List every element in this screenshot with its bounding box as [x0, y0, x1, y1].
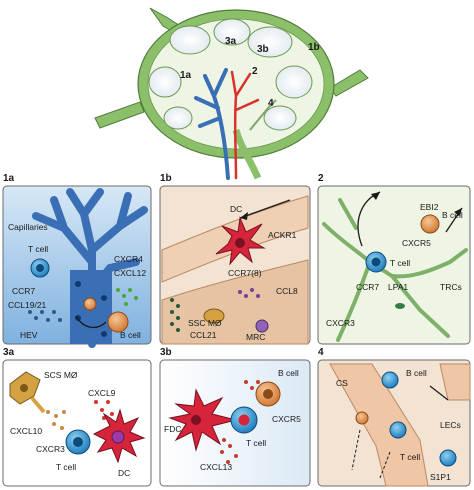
migration-arrow: [429, 385, 449, 401]
exit-arrow: [351, 429, 361, 471]
follicle: [247, 26, 293, 58]
b-cell-label: B cell: [406, 368, 427, 378]
t-cell-label: T cell: [400, 452, 420, 462]
panel-3b: 3b B cell FDC CXCR5 T cell CXCL13: [159, 347, 311, 487]
region-label-2: 2: [252, 66, 258, 77]
cxcr4-label: CXCR4: [114, 254, 143, 264]
ccr7-label: CCR7: [12, 286, 35, 296]
lymph-flow-arrow: [239, 199, 291, 219]
ccl21-label: CCL21: [190, 330, 217, 340]
t-cell-label: T cell: [390, 258, 410, 268]
t-cell-label: T cell: [28, 244, 48, 254]
ccr7-label: CCR7: [356, 282, 379, 292]
panel-2: 2 EBI2 B cell CXCR5 T cell CCR7 LPA1 TRC…: [317, 173, 471, 345]
hev-label: HEV: [20, 330, 38, 340]
cs-label: CS: [336, 378, 348, 388]
artery-network: [230, 70, 260, 180]
panel-label-3a: 3a: [3, 347, 15, 358]
ssc-macrophage: [203, 308, 225, 324]
cxcr5-label: CXCR5: [272, 414, 301, 424]
ccl19-21-label: CCL19/21: [8, 300, 47, 310]
cell-in-sinus: [355, 411, 369, 425]
mrc-label: MRC: [246, 332, 265, 342]
follicle: [163, 106, 193, 130]
t-cell-label: T cell: [56, 462, 76, 472]
panel-label-2: 2: [318, 173, 324, 184]
lymph-node-overview: 1a 1b 2 3a 3b 4: [94, 7, 369, 180]
ackr1-label: ACKR1: [268, 230, 297, 240]
fdc-label: FDC: [164, 424, 181, 434]
lecs-label: LECs: [440, 420, 461, 430]
panel-1b: 1b DC CCR7(8) ACKR1 CCL8 SSC MØ CCL21 MR…: [159, 173, 311, 345]
endothelial-nucleus: [101, 331, 107, 337]
panel-frame: [2, 359, 152, 487]
lpa1-label: LPA1: [388, 282, 408, 292]
region-label-3a: 3a: [225, 36, 237, 47]
dc-label: DC: [230, 204, 242, 214]
t-cell-label: T cell: [246, 438, 266, 448]
trc-nucleus: [395, 303, 405, 309]
region-label-1a: 1a: [180, 70, 192, 81]
cxcl10-label: CXCL10: [10, 426, 42, 436]
panel-label-4: 4: [318, 347, 324, 358]
ccr7-8-label: CCR7(8): [228, 268, 262, 278]
follicle: [275, 65, 313, 99]
panel-4: 4 B cell CS LECs T cell S1P1: [317, 347, 471, 487]
cortical-sinus: [329, 363, 429, 487]
hev-network: [194, 68, 230, 180]
follicle: [148, 66, 182, 98]
cxcl12-label: CXCL12: [114, 268, 146, 278]
panel-3a: 3a SCS MØ CXCL9 CXCL10 CXCR3 T cell DC: [2, 347, 152, 487]
cxcl13-label: CXCL13: [200, 462, 232, 472]
cxcl9-label: CXCL9: [88, 388, 116, 398]
s1p1-label: S1P1: [430, 472, 451, 482]
cxcr5-label: CXCR5: [402, 238, 431, 248]
mrc-cell: [255, 319, 269, 333]
scs-macrophage-label: SCS MØ: [44, 370, 78, 380]
b-cell-in-vessel: [83, 297, 97, 311]
panel-1a: 1a Capillaries T cell CCR7 CCL19/21: [2, 173, 152, 348]
subcapsular-layer: [161, 259, 309, 345]
trcs-label: TRCs: [440, 282, 462, 292]
efferent-lymphatic: [232, 128, 262, 180]
ssc-macrophage-label: SSC MØ: [188, 318, 222, 328]
capillaries-label: Capillaries: [8, 222, 48, 232]
b-cell-in-sinus: [381, 371, 399, 389]
afferent-lymphatic-left: [94, 101, 145, 129]
afferent-lymphatic-right: [329, 69, 369, 97]
panel-label-1a: 1a: [3, 173, 15, 184]
migration-arrow: [75, 315, 107, 328]
cxcr3-label: CXCR3: [326, 318, 355, 328]
ebi2-label: EBI2: [420, 202, 439, 212]
b-cell: [420, 214, 440, 234]
endothelial-nucleus: [75, 281, 81, 287]
region-label-4: 4: [268, 98, 274, 109]
t-cell-s1p1: [439, 449, 457, 467]
ccl8-label: CCL8: [276, 286, 298, 296]
follicle: [213, 18, 251, 46]
follicle: [263, 105, 297, 131]
b-cell: [107, 311, 129, 333]
b-cell-label: B cell: [442, 210, 463, 220]
panel-label-3b: 3b: [160, 347, 172, 358]
b-cell-label: B cell: [278, 368, 299, 378]
fdc-cell: [168, 388, 237, 452]
follicle: [169, 25, 211, 55]
region-label-3b: 3b: [257, 44, 269, 55]
panel-label-1b: 1b: [160, 173, 172, 184]
medullary-sinus: [249, 99, 277, 131]
region-label-1b: 1b: [308, 42, 320, 53]
b-cell-label: B cell: [120, 330, 141, 340]
dc-label: DC: [118, 468, 130, 478]
t-cell: [389, 421, 407, 439]
endothelial-nucleus: [101, 295, 107, 301]
cxcr3-label: CXCR3: [36, 444, 65, 454]
